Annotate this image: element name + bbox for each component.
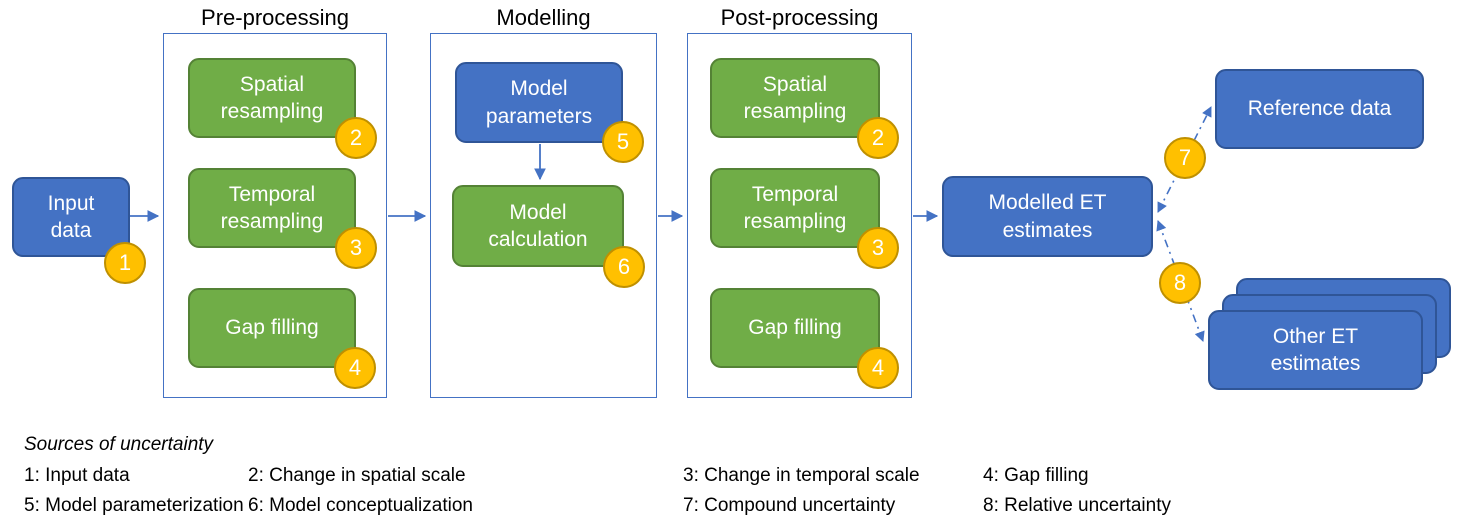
badge-8: 8: [1159, 262, 1201, 304]
post-temporal-resampling-node: Temporal resampling: [710, 168, 880, 248]
model-parameters-node: Model parameters: [455, 62, 623, 143]
post-gap-filling-node: Gap filling: [710, 288, 880, 368]
reference-data-label: Reference data: [1247, 97, 1392, 121]
legend: Sources of uncertainty 1: Input data 2: …: [24, 434, 1171, 517]
input-data-node: Input data: [12, 177, 130, 257]
badge-7: 7: [1164, 137, 1206, 179]
model-calculation-node: Model calculation: [452, 185, 624, 267]
post-gap-filling-label: Gap filling: [748, 316, 842, 340]
model-calculation-label: Model calculation: [488, 200, 588, 251]
pre-gap-filling-label: Gap filling: [225, 316, 319, 340]
badge-4-pre: 4: [334, 347, 376, 389]
badge-2-pre: 2: [335, 117, 377, 159]
pre-temporal-resampling-node: Temporal resampling: [188, 168, 356, 248]
legend-item-3: 3: Change in temporal scale: [683, 465, 920, 486]
badge-3-post: 3: [857, 227, 899, 269]
badge-5: 5: [602, 121, 644, 163]
post-spatial-resampling-label: Spatial resampling: [743, 72, 847, 123]
reference-data-node: Reference data: [1215, 69, 1424, 149]
other-et-estimates-node: Other ET estimates: [1208, 310, 1423, 390]
badge-2-post: 2: [857, 117, 899, 159]
pre-temporal-resampling-label: Temporal resampling: [220, 182, 324, 233]
legend-item-7: 7: Compound uncertainty: [683, 495, 896, 516]
postprocessing-title: Post-processing: [720, 5, 879, 30]
badge-6: 6: [603, 246, 645, 288]
legend-item-2: 2: Change in spatial scale: [248, 465, 466, 486]
legend-item-5: 5: Model parameterization: [24, 495, 244, 516]
post-temporal-resampling-label: Temporal resampling: [743, 182, 847, 233]
legend-grid: 1: Input data 2: Change in spatial scale…: [24, 465, 1171, 517]
model-parameters-label: Model parameters: [485, 77, 593, 128]
badge-1: 1: [104, 242, 146, 284]
badge-4-post: 4: [857, 347, 899, 389]
input-data-label: Input data: [47, 191, 95, 242]
badge-3-pre: 3: [335, 227, 377, 269]
pre-spatial-resampling-label: Spatial resampling: [220, 72, 324, 123]
preprocessing-title: Pre-processing: [201, 5, 349, 30]
legend-item-4: 4: Gap filling: [983, 465, 1089, 486]
legend-title: Sources of uncertainty: [24, 434, 214, 455]
modelled-et-estimates-label: Modelled ET estimates: [988, 191, 1107, 242]
pre-gap-filling-node: Gap filling: [188, 288, 356, 368]
legend-item-6: 6: Model conceptualization: [248, 495, 473, 516]
modelled-et-estimates-node: Modelled ET estimates: [942, 176, 1153, 257]
pre-spatial-resampling-node: Spatial resampling: [188, 58, 356, 138]
modelling-title: Modelling: [496, 5, 591, 30]
post-spatial-resampling-node: Spatial resampling: [710, 58, 880, 138]
legend-item-1: 1: Input data: [24, 465, 130, 486]
legend-item-8: 8: Relative uncertainty: [983, 495, 1171, 516]
other-et-estimates-label: Other ET estimates: [1270, 324, 1361, 375]
